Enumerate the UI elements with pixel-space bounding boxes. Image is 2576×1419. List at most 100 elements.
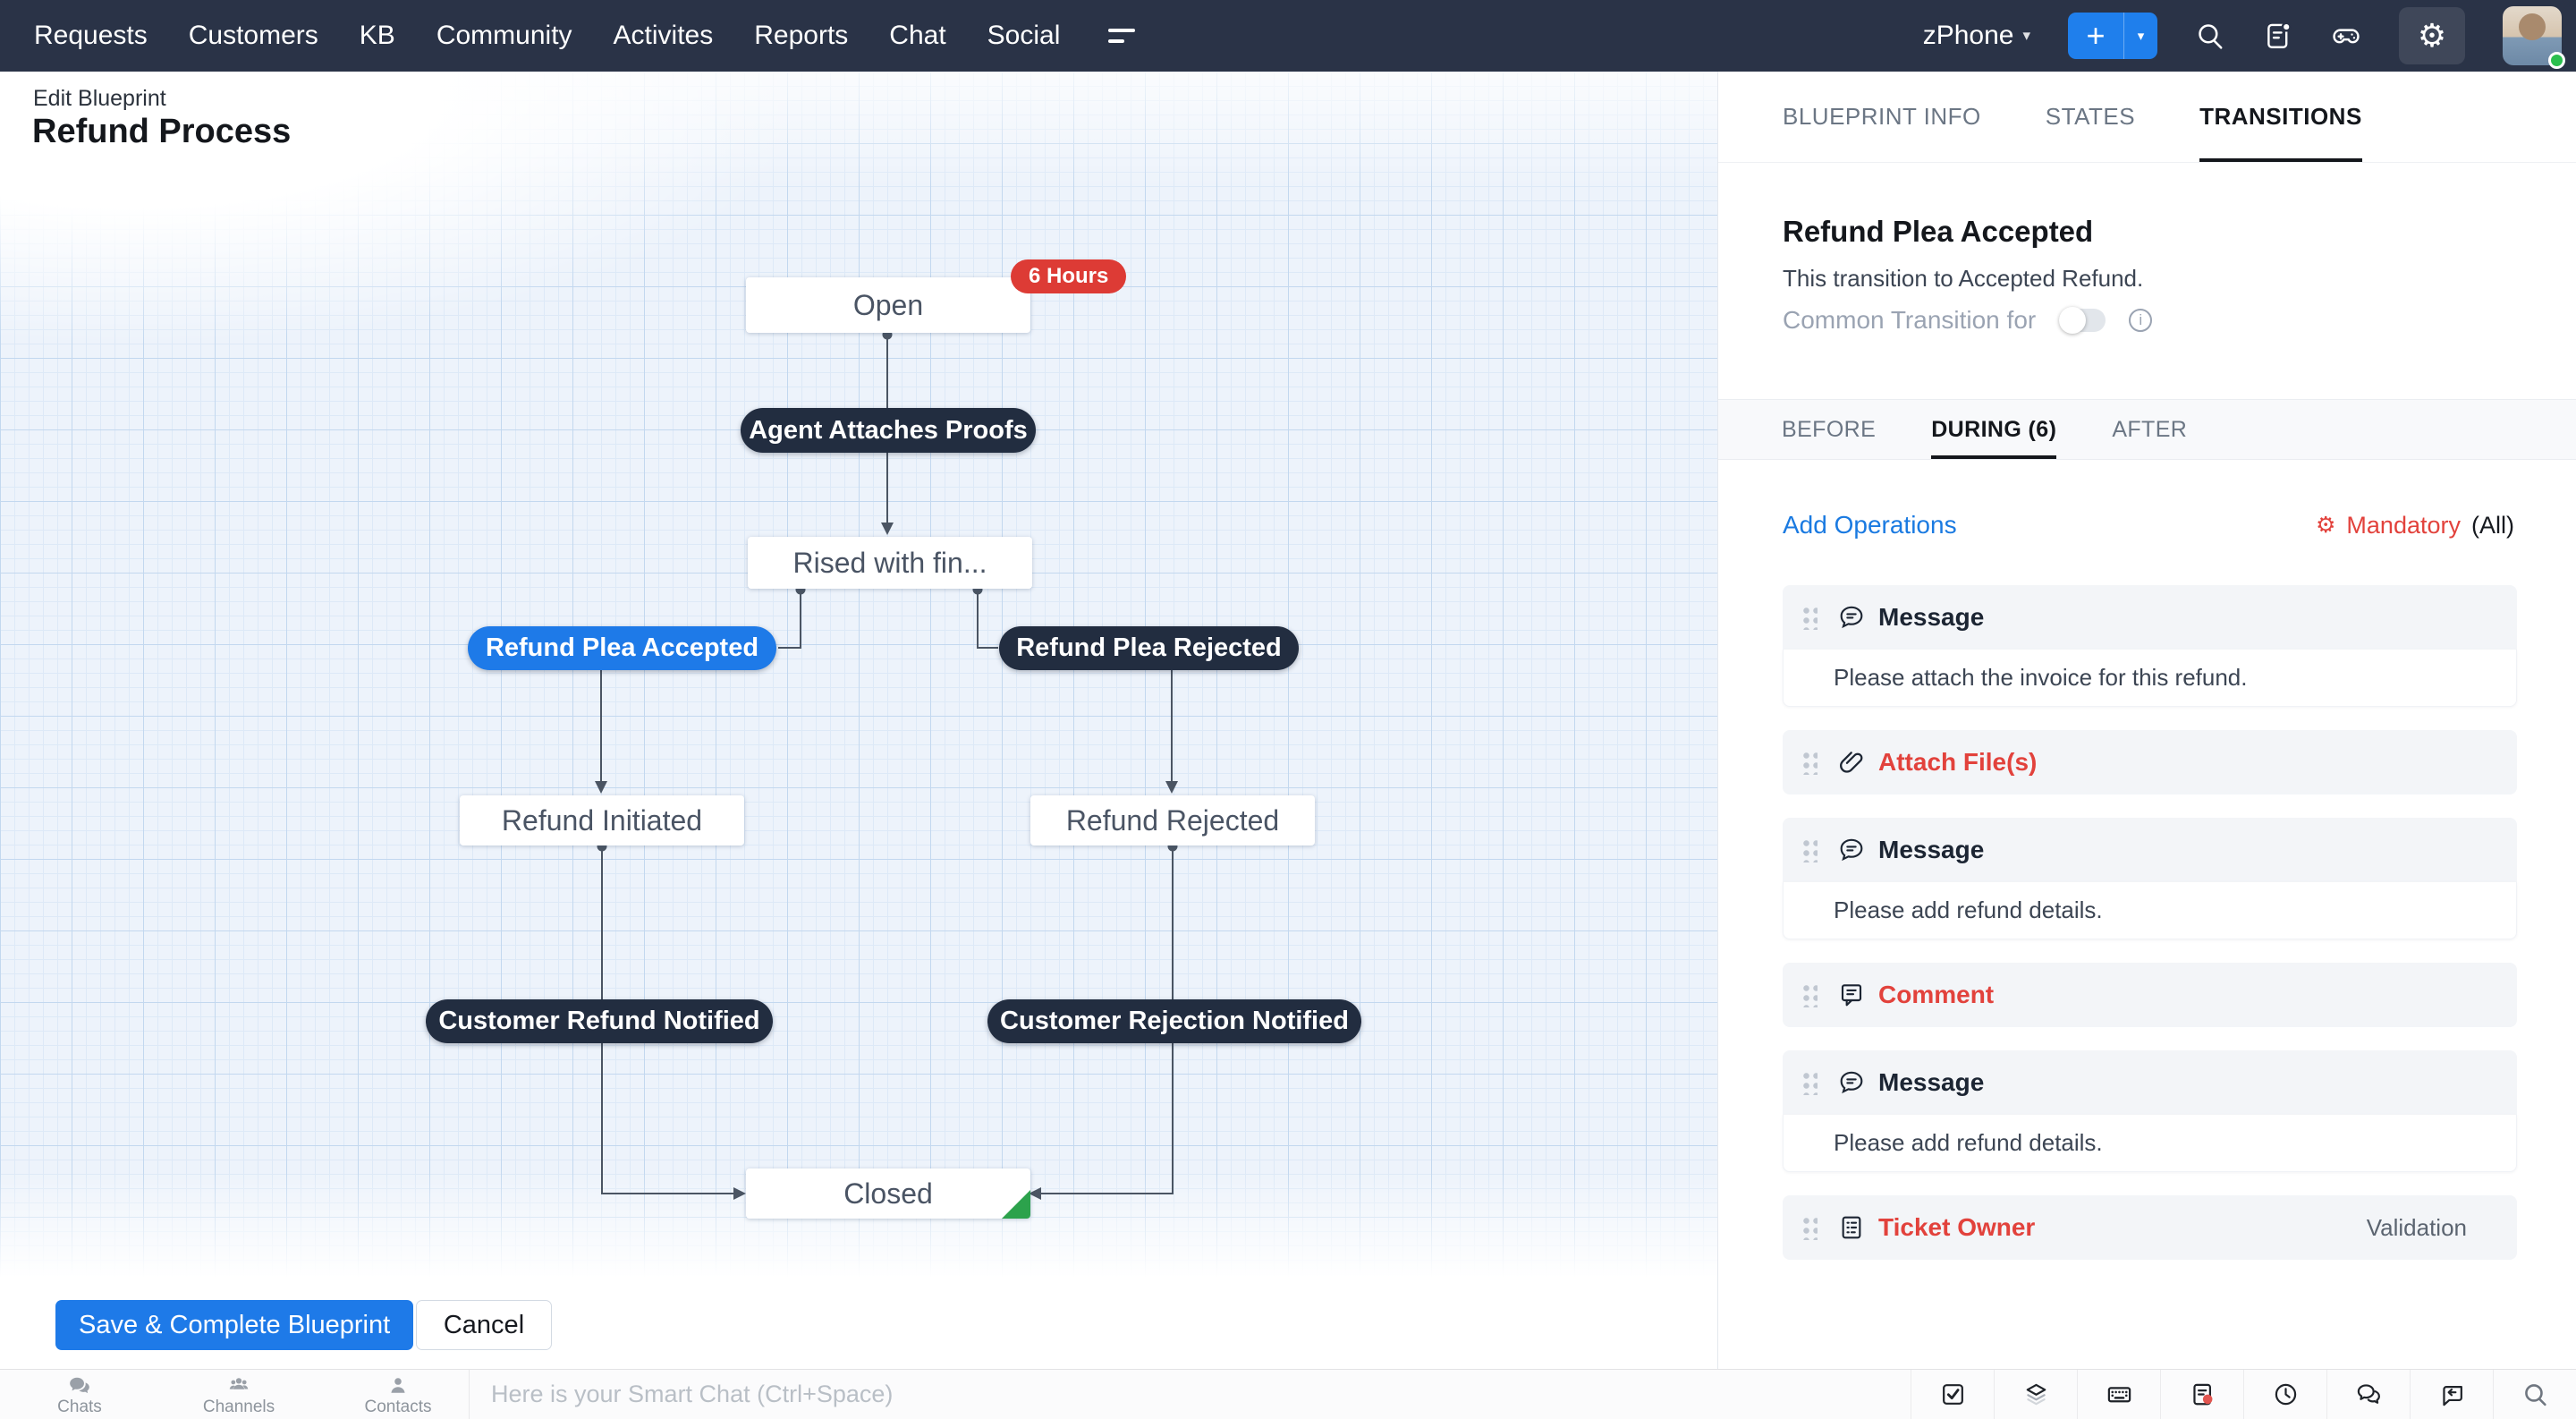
search-icon[interactable]: [2195, 21, 2225, 51]
transition-node-agent-attaches-proofs[interactable]: Agent Attaches Proofs: [741, 408, 1036, 453]
mandatory-link[interactable]: Mandatory: [2346, 511, 2461, 539]
state-node-closed[interactable]: Closed: [746, 1168, 1030, 1219]
gamescope-icon[interactable]: [2331, 21, 2361, 51]
nav-item-chat[interactable]: Chat: [889, 21, 946, 50]
operation-card[interactable]: Message Please attach the invoice for th…: [1783, 585, 2517, 707]
reply-icon[interactable]: [2410, 1370, 2493, 1419]
operation-label[interactable]: Attach File(s): [1878, 748, 2038, 776]
department-label: zPhone: [1922, 21, 2014, 50]
operation-card[interactable]: Message Please add refund details.: [1783, 1050, 2517, 1172]
operation-body: Please add refund details.: [1783, 1115, 2517, 1172]
common-transition-label: Common Transition for: [1783, 306, 2037, 334]
nav-right-group: zPhone ▾ + ▾ ⚙: [1923, 6, 2576, 69]
subtab-during[interactable]: DURING (6): [1931, 400, 2057, 459]
nav-item-community[interactable]: Community: [436, 21, 572, 50]
drag-handle-icon[interactable]: [1801, 1070, 1818, 1095]
drag-handle-icon[interactable]: [1801, 837, 1818, 862]
operation-label[interactable]: Message: [1878, 836, 1985, 863]
info-icon[interactable]: i: [2129, 309, 2153, 332]
operation-body-text: Please add refund details.: [1834, 1129, 2103, 1156]
chats-icon: [70, 1377, 89, 1394]
nav-item-requests[interactable]: Requests: [34, 21, 148, 50]
transition-node-refund-plea-rejected[interactable]: Refund Plea Rejected: [999, 626, 1299, 670]
operation-phase-tabs: BEFORE DURING (6) AFTER: [1718, 399, 2576, 460]
operation-header: Message: [1783, 1050, 2517, 1115]
save-complete-blueprint-button[interactable]: Save & Complete Blueprint: [55, 1300, 414, 1350]
smart-chat-bar: Chats Channels Contacts: [0, 1369, 2576, 1419]
transition-node-customer-refund-notified[interactable]: Customer Refund Notified: [426, 999, 773, 1043]
add-new-button[interactable]: + ▾: [2068, 13, 2157, 59]
chevron-down-icon: ▾: [2022, 27, 2030, 44]
blueprint-canvas[interactable]: Edit Blueprint Refund Process 6 Hours Op…: [0, 72, 1717, 1278]
drag-handle-icon[interactable]: [1801, 982, 1818, 1007]
avatar-head: [2519, 13, 2546, 40]
closed-state-corner: [1002, 1190, 1030, 1219]
operation-card[interactable]: Comment: [1783, 963, 2517, 1027]
drag-handle-icon[interactable]: [1801, 605, 1818, 630]
canvas-footer: Save & Complete Blueprint Cancel: [0, 1278, 1717, 1369]
attachment-icon: [1837, 748, 1866, 777]
subtab-before[interactable]: BEFORE: [1782, 416, 1877, 442]
operation-body: Please attach the invoice for this refun…: [1783, 650, 2517, 707]
add-new-dropdown[interactable]: ▾: [2123, 13, 2157, 59]
drag-handle-icon[interactable]: [1801, 750, 1818, 775]
chats-button[interactable]: Chats: [0, 1370, 159, 1419]
common-transition-toggle[interactable]: [2059, 307, 2106, 334]
tab-transitions[interactable]: TRANSITIONS: [2199, 72, 2362, 162]
sla-badge[interactable]: 6 Hours: [1011, 259, 1127, 293]
state-node-refund-initiated[interactable]: Refund Initiated: [460, 795, 744, 845]
operation-header: Ticket Owner Validation: [1783, 1195, 2517, 1260]
notes-icon[interactable]: [2160, 1370, 2243, 1419]
operation-card[interactable]: Ticket Owner Validation: [1783, 1195, 2517, 1260]
nav-item-reports[interactable]: Reports: [754, 21, 849, 50]
layers-icon[interactable]: [1994, 1370, 2077, 1419]
plus-icon[interactable]: +: [2086, 17, 2106, 54]
contacts-button[interactable]: Contacts: [318, 1370, 478, 1419]
mandatory-gear-icon[interactable]: ⚙: [2316, 513, 2336, 538]
nav-item-kb[interactable]: KB: [359, 21, 395, 50]
connector-lines: [595, 329, 1178, 1200]
conversations-icon[interactable]: [2326, 1370, 2410, 1419]
state-node-refund-rejected[interactable]: Refund Rejected: [1030, 795, 1315, 845]
tab-states[interactable]: STATES: [2045, 103, 2136, 130]
settings-button[interactable]: ⚙: [2399, 7, 2465, 64]
operation-label[interactable]: Message: [1878, 1068, 1985, 1096]
operation-body: Please add refund details.: [1783, 882, 2517, 939]
operation-label[interactable]: Message: [1878, 603, 1985, 631]
nav-item-activites[interactable]: Activites: [613, 21, 714, 50]
keyboard-shortcuts-icon[interactable]: [2077, 1370, 2160, 1419]
transition-node-customer-rejection-notified[interactable]: Customer Rejection Notified: [987, 999, 1361, 1043]
subtab-after[interactable]: AFTER: [2112, 416, 2188, 442]
operation-label[interactable]: Comment: [1878, 981, 1995, 1008]
contacts-label: Contacts: [364, 1398, 432, 1416]
tasks-icon[interactable]: [1911, 1370, 1994, 1419]
department-selector[interactable]: zPhone ▾: [1923, 21, 2030, 51]
search-icon[interactable]: [2493, 1370, 2576, 1419]
operation-card[interactable]: Attach File(s): [1783, 730, 2517, 794]
channels-icon: [229, 1378, 249, 1389]
add-operations-link[interactable]: Add Operations: [1783, 511, 1957, 539]
user-avatar[interactable]: [2503, 6, 2565, 69]
operation-header: Attach File(s): [1783, 730, 2517, 794]
state-node-open[interactable]: Open: [746, 277, 1030, 333]
drag-handle-icon[interactable]: [1801, 1215, 1818, 1240]
channels-button[interactable]: Channels: [159, 1370, 318, 1419]
ticket-fields-icon: [1837, 1213, 1866, 1242]
operation-header: Comment: [1783, 963, 2517, 1027]
smart-chat-input[interactable]: [470, 1370, 1911, 1419]
more-menu-icon[interactable]: [1108, 29, 1136, 43]
top-nav: Requests Customers KB Community Activite…: [0, 0, 2576, 72]
transition-node-refund-plea-accepted[interactable]: Refund Plea Accepted: [468, 626, 776, 670]
mandatory-scope: (All): [2471, 511, 2514, 539]
operation-card[interactable]: Message Please add refund details.: [1783, 818, 2517, 939]
history-icon[interactable]: [2243, 1370, 2326, 1419]
operation-label[interactable]: Ticket Owner: [1878, 1213, 2036, 1241]
tab-blueprint-info[interactable]: BLUEPRINT INFO: [1783, 103, 1981, 130]
operation-header: Message: [1783, 818, 2517, 882]
state-node-rised-with-fin[interactable]: Rised with fin...: [748, 537, 1032, 589]
cancel-button[interactable]: Cancel: [416, 1300, 552, 1350]
toggle-knob: [2059, 307, 2087, 334]
nav-item-social[interactable]: Social: [987, 21, 1061, 50]
nav-item-customers[interactable]: Customers: [188, 21, 318, 50]
feeds-icon[interactable]: [2263, 21, 2293, 51]
